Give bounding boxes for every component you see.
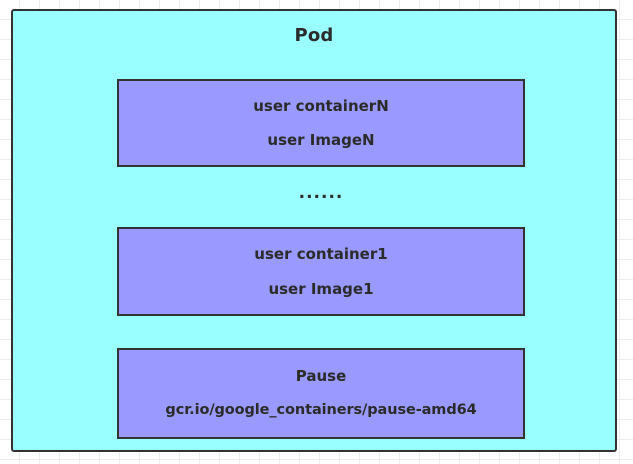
container-image-label: user ImageN [267, 131, 375, 149]
container-image-label: user Image1 [268, 279, 374, 298]
container-box-pause[interactable]: Pause gcr.io/google_containers/pause-amd… [117, 348, 525, 439]
pod-container-group[interactable]: Pod user containerN user ImageN ...... u… [11, 9, 617, 452]
container-box-user-containerN[interactable]: user containerN user ImageN [117, 79, 525, 167]
pod-title: Pod [294, 25, 334, 46]
ellipsis-separator: ...... [298, 183, 344, 203]
container-name-label: Pause [295, 367, 347, 386]
container-name-label: user containerN [253, 97, 389, 115]
container-name-label: user container1 [254, 245, 388, 264]
container-box-user-container1[interactable]: user container1 user Image1 [117, 227, 525, 316]
container-image-label: gcr.io/google_containers/pause-amd64 [165, 402, 477, 419]
